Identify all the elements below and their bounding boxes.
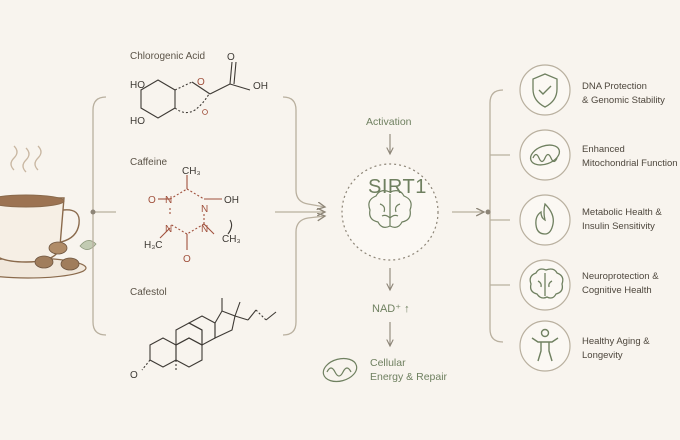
flame-icon (535, 202, 554, 235)
atom-label: N (201, 224, 208, 235)
benefit-line: Longevity (582, 350, 623, 361)
brain-icon (368, 190, 412, 228)
person-icon (531, 328, 559, 362)
atom-label: CH₃ (222, 234, 241, 245)
chlorogenic-acid-structure (140, 61, 251, 119)
benefit-line: Enhanced (582, 144, 625, 155)
atom-label: HO (130, 80, 145, 91)
shield-check-icon (532, 73, 558, 108)
atom-label: N (165, 195, 172, 206)
atom-label: O (183, 254, 191, 265)
benefit-line: Metabolic Health & (582, 207, 662, 218)
benefit-dna-protection: DNA Protection & Genomic Stability (582, 80, 665, 108)
benefit-line: Cognitive Health (582, 285, 652, 296)
atom-label: HO (130, 116, 145, 127)
benefit-line: Healthy Aging & (582, 336, 650, 347)
benefit-line: & Genomic Stability (582, 95, 665, 106)
atom-labels: HO HO O O OH N N N N O O OH CH₃ H₃C CH₃ … (130, 52, 268, 381)
atom-label: OH (253, 81, 268, 92)
sirt1-title: SIRT1 (368, 176, 427, 198)
atom-label: H₃C (144, 240, 163, 251)
energy-repair-label: Energy & Repair (370, 371, 448, 383)
coffee-cup-icon (0, 145, 97, 279)
nad-label: NAD⁺ ↑ (372, 303, 410, 315)
compound-name-cafestol: Cafestol (130, 287, 167, 298)
benefit-metabolic: Metabolic Health & Insulin Sensitivity (582, 206, 662, 234)
benefit-mitochondrial: Enhanced Mitochondrial Function (582, 143, 678, 171)
compound-name-chlorogenic: Chlorogenic Acid (130, 51, 206, 62)
atom-label: CH₃ (182, 166, 201, 177)
benefit-icons (519, 64, 571, 372)
benefit-line: Insulin Sensitivity (582, 221, 655, 232)
compound-name-caffeine: Caffeine (130, 157, 168, 168)
caffeine-structure (158, 175, 233, 250)
activation-label: Activation (366, 116, 412, 128)
atom-label: O (197, 77, 205, 88)
brain-benefit-icon (529, 268, 564, 299)
atom-label: OH (224, 195, 239, 206)
benefit-line: Mitochondrial Function (582, 158, 678, 169)
benefit-line: Neuroprotection & (582, 271, 659, 282)
mitochondria-icon (322, 357, 358, 383)
cafestol-structure (141, 298, 277, 372)
atom-label: O (148, 195, 156, 206)
compounds-to-sirt1-arrows (275, 96, 325, 336)
benefit-healthy-aging: Healthy Aging & Longevity (582, 335, 650, 363)
compounds-bracket (90, 96, 116, 336)
atom-label: N (201, 204, 208, 215)
atom-label: O (130, 370, 138, 381)
ring-oxygen-marker (202, 109, 208, 115)
benefits-bracket (485, 89, 510, 343)
atom-label: N (165, 224, 172, 235)
cellular-label: Cellular (370, 357, 406, 369)
benefit-neuroprotection: Neuroprotection & Cognitive Health (582, 270, 659, 298)
mitochondria-benefit-icon (529, 144, 561, 166)
atom-label: O (227, 52, 235, 63)
benefit-line: DNA Protection (582, 81, 647, 92)
